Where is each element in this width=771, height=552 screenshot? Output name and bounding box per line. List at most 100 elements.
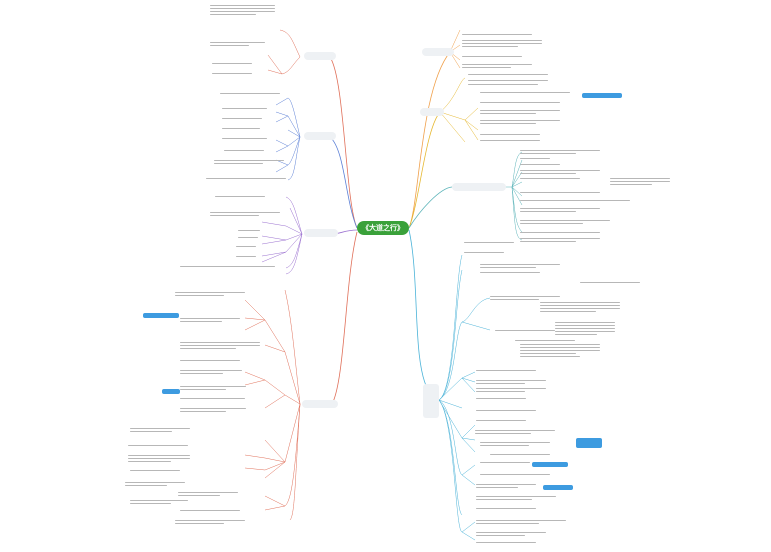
illegible-text-block bbox=[125, 482, 185, 488]
illegible-text-block bbox=[180, 266, 275, 269]
text-line bbox=[210, 214, 259, 217]
text-line bbox=[520, 346, 600, 349]
illegible-text-block bbox=[520, 158, 550, 161]
text-line bbox=[520, 349, 600, 352]
connector-left-purple-sub bbox=[261, 196, 303, 275]
text-line bbox=[476, 410, 536, 412]
illegible-text-block bbox=[480, 474, 550, 477]
illegible-text-block bbox=[128, 455, 190, 464]
connector-right-top bbox=[408, 51, 451, 229]
branch-node-left-purple[interactable] bbox=[304, 229, 338, 237]
text-line bbox=[490, 454, 550, 456]
text-line bbox=[130, 428, 190, 430]
text-line bbox=[462, 56, 522, 58]
illegible-text-block bbox=[180, 318, 240, 324]
illegible-text-block bbox=[175, 292, 245, 298]
text-line bbox=[180, 370, 242, 372]
text-line bbox=[520, 170, 600, 172]
illegible-text-block bbox=[520, 164, 560, 167]
illegible-text-block bbox=[130, 428, 190, 434]
illegible-text-block bbox=[475, 430, 555, 436]
highlight-badge bbox=[543, 485, 573, 490]
illegible-text-block bbox=[610, 178, 670, 187]
text-line bbox=[476, 398, 526, 400]
text-line bbox=[476, 542, 536, 544]
text-line bbox=[125, 482, 185, 484]
illegible-text-block bbox=[520, 192, 600, 195]
illegible-text-block bbox=[520, 220, 610, 226]
text-line bbox=[180, 510, 240, 512]
text-line bbox=[555, 327, 615, 330]
text-line bbox=[610, 183, 652, 186]
illegible-text-block bbox=[464, 252, 504, 255]
illegible-text-block bbox=[480, 102, 560, 105]
text-line bbox=[476, 534, 525, 537]
text-line bbox=[476, 388, 546, 390]
text-line bbox=[480, 110, 560, 112]
illegible-text-block bbox=[462, 64, 532, 70]
text-line bbox=[476, 496, 556, 498]
text-line bbox=[520, 164, 560, 166]
text-line bbox=[222, 138, 267, 140]
branch-node-right-yellow[interactable] bbox=[420, 108, 444, 116]
branch-node-right-teal[interactable] bbox=[452, 183, 506, 191]
branch-node-left-blue[interactable] bbox=[304, 132, 336, 140]
text-line bbox=[220, 93, 280, 95]
text-line bbox=[206, 178, 286, 180]
text-line bbox=[495, 330, 555, 332]
branch-node-left-top[interactable] bbox=[304, 52, 336, 60]
text-line bbox=[180, 266, 275, 268]
text-line bbox=[210, 5, 275, 7]
text-line bbox=[462, 66, 511, 69]
text-line bbox=[175, 522, 224, 525]
text-line bbox=[520, 238, 600, 240]
illegible-text-block bbox=[476, 484, 536, 490]
root-title: 《大道之行》 bbox=[362, 224, 404, 232]
illegible-text-block bbox=[206, 178, 286, 181]
illegible-text-block bbox=[462, 34, 532, 37]
illegible-text-block bbox=[476, 398, 526, 401]
illegible-text-block bbox=[224, 150, 264, 153]
text-line bbox=[520, 208, 600, 210]
connector-left-top-sub bbox=[267, 29, 301, 75]
text-line bbox=[180, 344, 260, 347]
highlight-badge bbox=[162, 389, 180, 394]
connector-right-cyan-sub bbox=[438, 254, 491, 541]
illegible-text-block bbox=[178, 492, 238, 498]
text-line bbox=[476, 508, 536, 510]
root-node[interactable]: 《大道之行》 bbox=[357, 221, 409, 235]
text-line bbox=[480, 122, 536, 125]
illegible-text-block bbox=[480, 110, 560, 116]
text-line bbox=[468, 84, 538, 86]
branch-node-right-top[interactable] bbox=[422, 48, 454, 56]
text-line bbox=[476, 484, 536, 486]
text-line bbox=[490, 298, 539, 301]
connector-left-bottom bbox=[331, 231, 358, 405]
text-line bbox=[520, 352, 576, 355]
illegible-text-block bbox=[476, 496, 556, 502]
illegible-text-block bbox=[476, 520, 566, 526]
illegible-text-block bbox=[214, 160, 284, 166]
text-line bbox=[476, 390, 525, 393]
text-line bbox=[210, 44, 249, 47]
illegible-text-block bbox=[210, 5, 275, 17]
text-line bbox=[610, 178, 670, 180]
text-line bbox=[180, 342, 260, 344]
text-line bbox=[540, 304, 620, 307]
text-line bbox=[180, 320, 222, 323]
text-line bbox=[520, 232, 600, 234]
branch-node-left-bottom[interactable] bbox=[302, 400, 338, 408]
illegible-text-block bbox=[480, 272, 540, 275]
illegible-text-block bbox=[520, 232, 600, 235]
text-line bbox=[520, 192, 600, 194]
text-line bbox=[180, 388, 227, 391]
illegible-text-block bbox=[130, 470, 180, 473]
text-line bbox=[476, 420, 526, 422]
text-line bbox=[480, 442, 550, 444]
illegible-text-block bbox=[215, 196, 265, 199]
text-line bbox=[222, 108, 267, 110]
connector-left-bottom-sub bbox=[244, 289, 301, 521]
branch-node-right-cyan[interactable] bbox=[423, 384, 439, 418]
text-line bbox=[520, 210, 576, 213]
text-line bbox=[178, 494, 220, 497]
